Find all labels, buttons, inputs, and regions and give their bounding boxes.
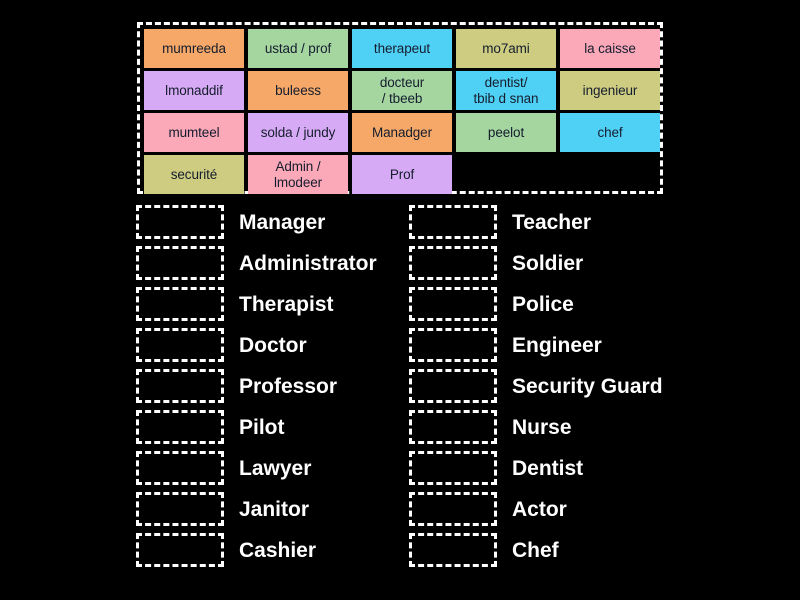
drop-slot[interactable]: [136, 451, 224, 485]
draggable-tile[interactable]: solda / jundy: [248, 113, 348, 152]
answer-row: Lawyer: [136, 451, 481, 485]
drop-slot[interactable]: [136, 410, 224, 444]
draggable-tile[interactable]: mo7ami: [456, 29, 556, 68]
draggable-tile[interactable]: Prof: [352, 155, 452, 194]
answer-row: Manager: [136, 205, 481, 239]
draggable-tile[interactable]: buleess: [248, 71, 348, 110]
answer-label: Therapist: [239, 292, 334, 316]
drop-slot[interactable]: [136, 287, 224, 321]
answer-row: Soldier: [409, 246, 754, 280]
answer-row: Dentist: [409, 451, 754, 485]
answer-label: Janitor: [239, 497, 310, 521]
answer-label: Engineer: [512, 333, 602, 357]
answer-row: Chef: [409, 533, 754, 567]
drop-slot[interactable]: [136, 205, 224, 239]
answer-row: Cashier: [136, 533, 481, 567]
drop-slot[interactable]: [136, 328, 224, 362]
answer-label: Security Guard: [512, 374, 663, 398]
draggable-tile[interactable]: dentist/ tbib d snan: [456, 71, 556, 110]
answer-label: Soldier: [512, 251, 584, 275]
draggable-tile[interactable]: Admin / lmodeer: [248, 155, 348, 194]
drop-slot[interactable]: [409, 205, 497, 239]
drop-slot[interactable]: [136, 369, 224, 403]
answer-label: Manager: [239, 210, 326, 234]
answer-label: Police: [512, 292, 574, 316]
answer-row: Doctor: [136, 328, 481, 362]
drop-slot[interactable]: [409, 287, 497, 321]
answer-row: Teacher: [409, 205, 754, 239]
answer-label: Cashier: [239, 538, 317, 562]
answer-row: Janitor: [136, 492, 481, 526]
answer-label: Lawyer: [239, 456, 312, 480]
draggable-tile[interactable]: la caisse: [560, 29, 660, 68]
answer-row: Police: [409, 287, 754, 321]
answer-row: Nurse: [409, 410, 754, 444]
draggable-tile[interactable]: ingenieur: [560, 71, 660, 110]
answer-row: Actor: [409, 492, 754, 526]
drop-slot[interactable]: [136, 246, 224, 280]
answer-label: Nurse: [512, 415, 572, 439]
draggable-tile[interactable]: mumteel: [144, 113, 244, 152]
drop-slot[interactable]: [409, 451, 497, 485]
drop-slot[interactable]: [409, 246, 497, 280]
answer-row: Administrator: [136, 246, 481, 280]
drop-slot[interactable]: [409, 328, 497, 362]
answer-label: Administrator: [239, 251, 377, 275]
drop-slot[interactable]: [136, 533, 224, 567]
drop-slot[interactable]: [409, 369, 497, 403]
answer-label: Dentist: [512, 456, 584, 480]
draggable-tile[interactable]: peelot: [456, 113, 556, 152]
drop-slot[interactable]: [136, 492, 224, 526]
draggable-tile[interactable]: ustad / prof: [248, 29, 348, 68]
draggable-tile[interactable]: chef: [560, 113, 660, 152]
drop-slot[interactable]: [409, 410, 497, 444]
drop-slot[interactable]: [409, 533, 497, 567]
draggable-tile[interactable]: lmonaddif: [144, 71, 244, 110]
answer-row: Engineer: [409, 328, 754, 362]
answer-row: Therapist: [136, 287, 481, 321]
draggable-tile[interactable]: therapeut: [352, 29, 452, 68]
answer-label: Actor: [512, 497, 567, 521]
answer-label: Pilot: [239, 415, 285, 439]
answer-label: Teacher: [512, 210, 591, 234]
answer-row: Professor: [136, 369, 481, 403]
draggable-tile[interactable]: docteur / tbeeb: [352, 71, 452, 110]
draggable-tile[interactable]: mumreeda: [144, 29, 244, 68]
answer-row: Security Guard: [409, 369, 754, 403]
draggable-tile[interactable]: Manadger: [352, 113, 452, 152]
drop-slot[interactable]: [409, 492, 497, 526]
answer-label: Doctor: [239, 333, 307, 357]
answer-label: Professor: [239, 374, 338, 398]
answer-row: Pilot: [136, 410, 481, 444]
draggable-tile[interactable]: securité: [144, 155, 244, 194]
answer-label: Chef: [512, 538, 559, 562]
